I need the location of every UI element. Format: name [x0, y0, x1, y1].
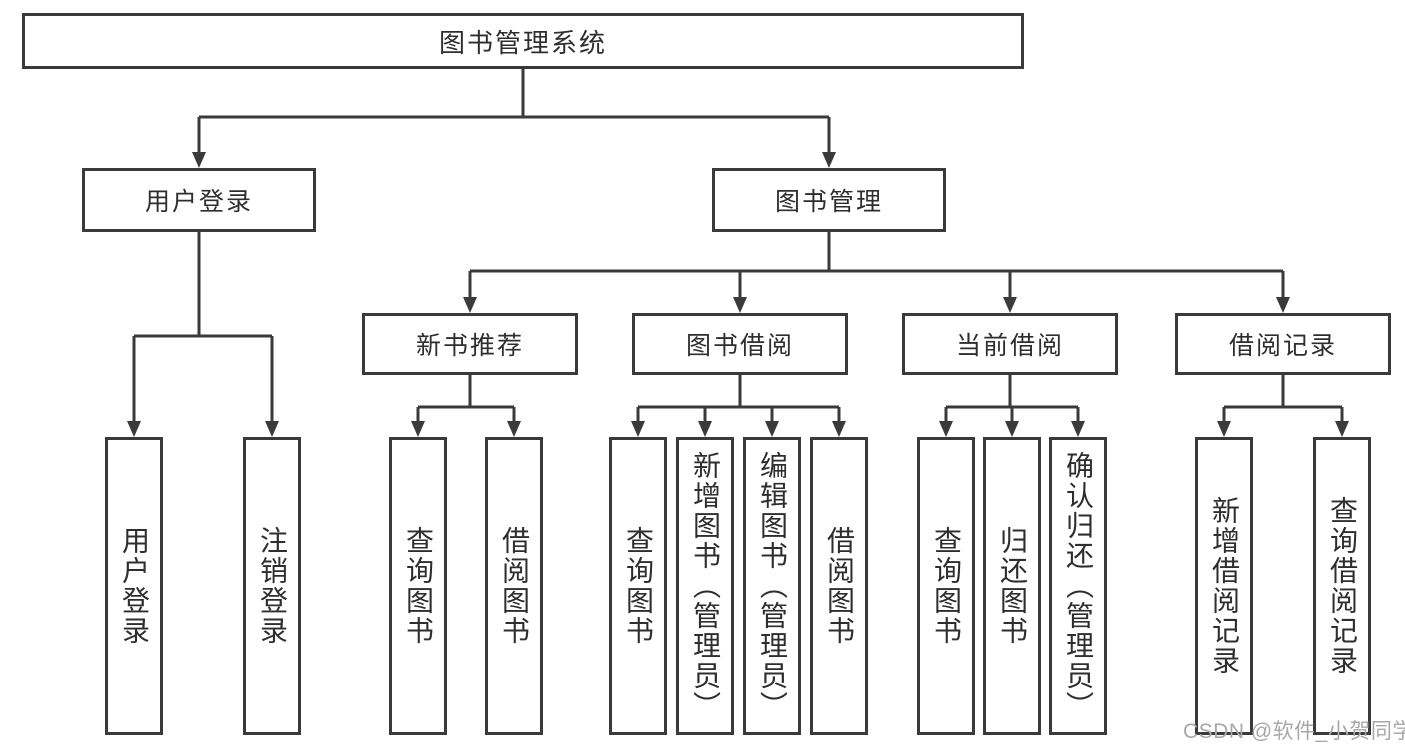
connector-book-borrow: [636, 375, 841, 429]
connector-new-book-recommend: [416, 375, 516, 429]
arrowhead: [192, 152, 206, 168]
node-book-management: 图书管理: [712, 168, 946, 232]
node-book-borrow: 图书借阅: [632, 313, 848, 375]
tree-edges: [132, 69, 1344, 429]
leaf-query-books-current: 查询图书: [917, 437, 975, 735]
leaf-logout: 注销登录: [243, 437, 301, 735]
arrowhead: [127, 421, 141, 437]
arrowhead: [1217, 421, 1231, 437]
leaf-user-login: 用户登录: [105, 437, 163, 735]
node-borrow-records: 借阅记录: [1175, 313, 1391, 375]
arrowhead: [939, 421, 953, 437]
leaf-borrow-books: 借阅图书: [810, 437, 868, 735]
connector-book-management: [468, 232, 1285, 305]
leaf-add-borrow-record: 新增借阅记录: [1195, 437, 1253, 735]
arrowhead: [463, 297, 477, 313]
arrowhead: [733, 297, 747, 313]
leaf-return-book: 归还图书: [983, 437, 1041, 735]
arrowhead: [265, 421, 279, 437]
leaf-query-books-borrow: 查询图书: [609, 437, 667, 735]
arrowhead: [1335, 421, 1349, 437]
arrowhead: [765, 421, 779, 437]
arrowhead: [1005, 421, 1019, 437]
arrowhead: [1071, 421, 1085, 437]
node-new-book-recommend: 新书推荐: [362, 313, 578, 375]
connector-borrow-records: [1222, 375, 1344, 429]
arrowhead: [822, 152, 836, 168]
leaf-borrow-books-recommend: 借阅图书: [485, 437, 543, 735]
node-library-management-system: 图书管理系统: [22, 13, 1024, 69]
arrowhead: [411, 421, 425, 437]
leaf-confirm-return-admin: 确认归还（管理员）: [1049, 437, 1107, 735]
arrowhead: [631, 421, 645, 437]
csdn-watermark: CSDN @软件_小贺同学: [1183, 720, 1405, 743]
connector-user-login: [132, 232, 274, 429]
leaf-query-books-recommend: 查询图书: [389, 437, 447, 735]
node-user-login: 用户登录: [82, 168, 316, 232]
arrowhead: [832, 421, 846, 437]
connector-current-borrow: [944, 375, 1080, 429]
node-current-borrow: 当前借阅: [902, 313, 1118, 375]
arrowhead: [1276, 297, 1290, 313]
leaf-add-book-admin: 新增图书（管理员）: [676, 437, 734, 735]
leaf-query-borrow-record: 查询借阅记录: [1313, 437, 1371, 735]
arrowhead: [507, 421, 521, 437]
connector-root: [197, 69, 831, 160]
arrowheads: [127, 152, 1349, 437]
arrowhead: [698, 421, 712, 437]
leaf-edit-book-admin: 编辑图书（管理员）: [743, 437, 801, 735]
arrowhead: [1003, 297, 1017, 313]
